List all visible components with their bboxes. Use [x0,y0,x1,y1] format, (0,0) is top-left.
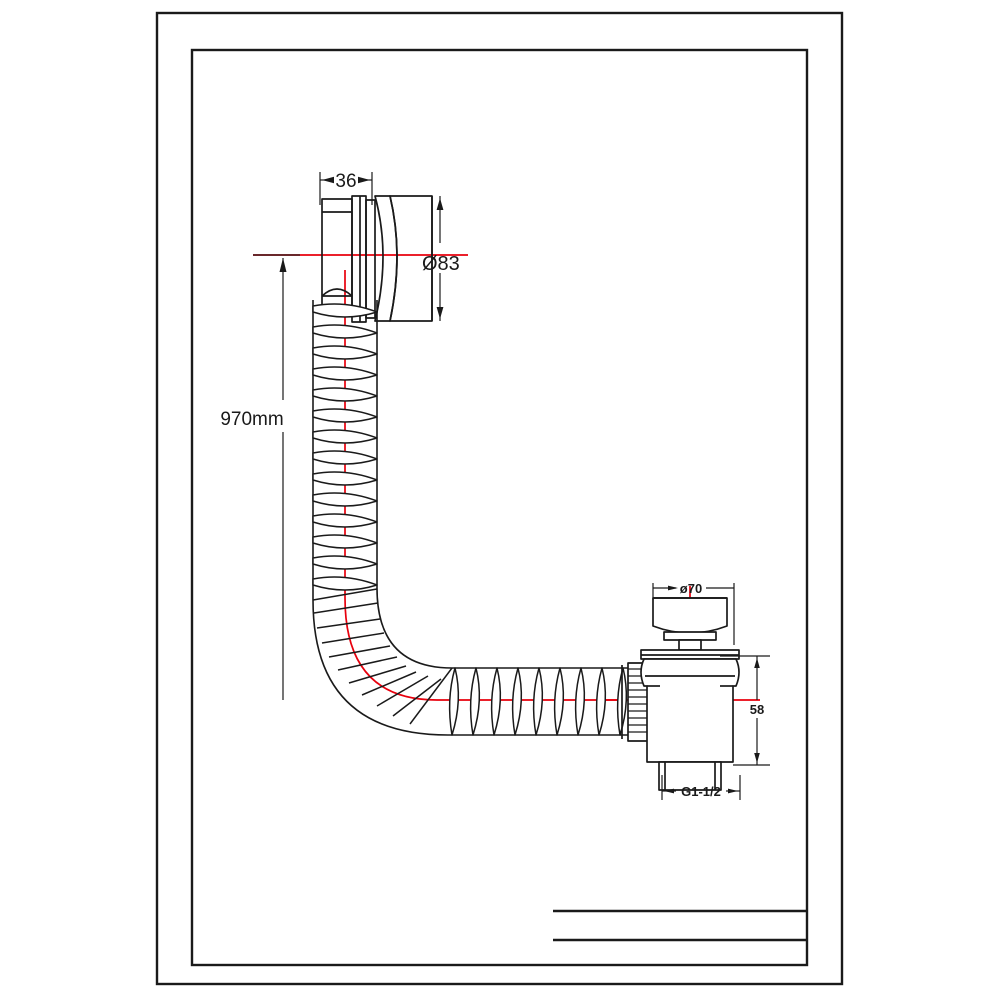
sheet-border-group [155,11,844,986]
waste-cap-seal [663,631,717,641]
overflow-cover-body [389,195,433,322]
overflow-neck-end-curve [321,288,353,297]
dim-970-arrow-top [279,258,287,272]
dim-83-arrow-bottom [436,307,444,319]
dim-36-arrow-right [358,176,370,184]
dimension-length-overall [253,254,300,700]
dimension-waste-cap-diameter [652,583,735,645]
waste-cap-dome [652,597,728,634]
hose-corrugations-bend [312,588,453,725]
overflow-assembly [321,195,433,323]
dimension-thread-size-label: G1-1/2 [681,784,721,799]
dim-70-arrow-left [668,585,678,591]
title-block [553,909,807,942]
inner-border [190,48,809,967]
hose-corrugations-horizontal [448,667,628,736]
dimension-overflow-cover-diameter-label: Ø83 [422,253,460,275]
outer-border [155,11,844,986]
waste-assembly [640,597,740,791]
hose-wall-inner-bend [376,587,453,669]
dim-58-arrow-top [754,658,760,668]
dimension-flange-depth-label: 36 [335,171,356,192]
dimension-thread-size [661,775,741,800]
flexible-hose [312,300,640,736]
dimension-length-overall-label: 970mm [220,409,283,430]
centerline-hose [344,270,690,701]
dim-83-arrow-top [436,198,444,210]
hose-corrugations-vertical [312,303,378,591]
dimension-flange-depth [319,172,373,205]
dim-58-arrow-bottom [754,753,760,763]
dim-thread-arrow-left [664,788,674,794]
waste-cap-stem [678,639,702,651]
dimension-waste-cap-diameter-label: ø70 [680,581,702,596]
dim-36-arrow-left [322,176,334,184]
hose-wall-outer-bend [312,599,449,736]
dimension-waste-body-height [720,655,770,766]
dimension-overflow-cover-diameter [436,196,444,321]
overflow-collar-outer [351,195,367,323]
waste-body [640,658,740,763]
dimension-waste-body-height-label: 58 [750,702,764,717]
dim-thread-arrow-right [728,788,738,794]
waste-thread-tail [658,761,722,791]
